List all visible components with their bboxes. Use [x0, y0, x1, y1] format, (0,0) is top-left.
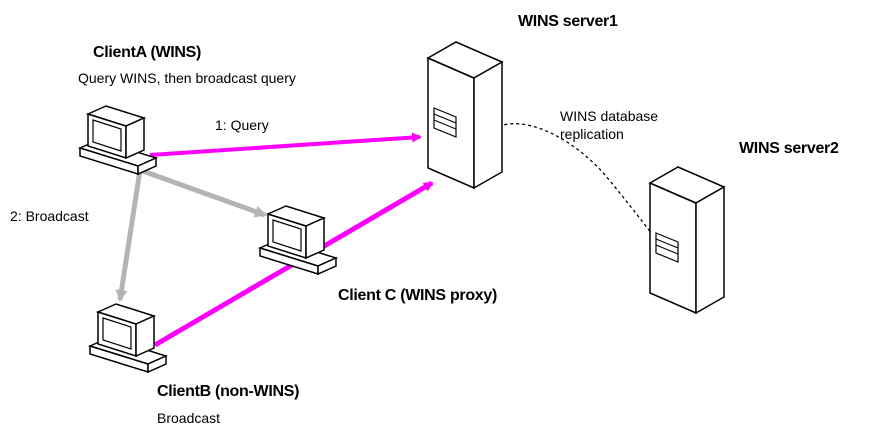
client-c-computer-icon [259, 205, 337, 275]
client-a-title: ClientA (WINS) [93, 44, 202, 61]
replication-label-line2: replication [560, 126, 624, 142]
client-b-computer-icon [89, 303, 167, 373]
broadcast-arrow-to-client-b [115, 169, 143, 302]
wins-server2-title: WINS server2 [739, 140, 839, 157]
wins-server1-title: WINS server1 [518, 13, 618, 30]
client-c-title: Client C (WINS proxy) [338, 287, 498, 304]
broadcast-arrow-to-client-c [139, 167, 267, 218]
broadcast-step-label: 2: Broadcast [10, 208, 89, 224]
replication-arrow [487, 123, 660, 244]
wins-server1-icon [427, 41, 503, 189]
client-b-title: ClientB (non-WINS) [157, 383, 300, 400]
query-arrow-client-a [149, 132, 422, 157]
client-a-description: Query WINS, then broadcast query [78, 70, 296, 86]
client-a-computer-icon [79, 105, 157, 175]
client-b-description: Broadcast [157, 410, 221, 426]
replication-label-line1: WINS database [560, 108, 659, 124]
query-step-label: 1: Query [215, 117, 269, 133]
wins-server2-icon [649, 166, 725, 314]
